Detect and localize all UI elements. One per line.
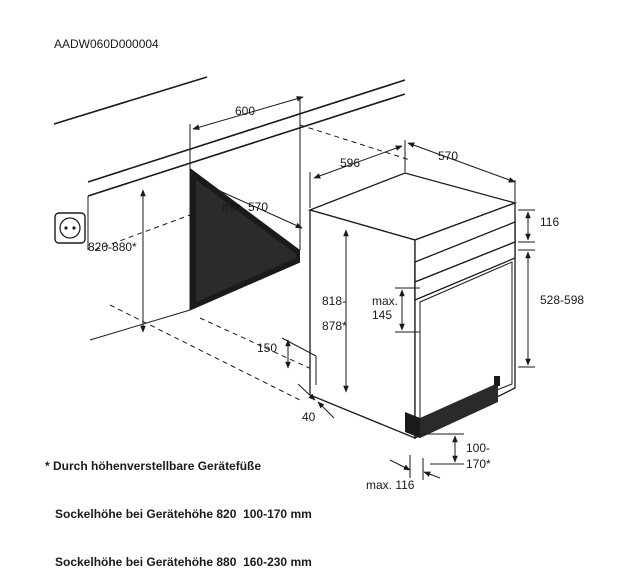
dim-unit-depth: 596 — [340, 156, 360, 170]
dim-foot-range-1: 100- — [466, 441, 490, 455]
dashed-guides — [94, 124, 411, 401]
dim-max-label: max. — [372, 294, 398, 308]
dim-niche-depth: min. 570 — [222, 200, 268, 214]
control-panel — [414, 221, 516, 301]
dim-unit-height-1: 818- — [322, 294, 346, 308]
dim-max-value: 145 — [372, 308, 392, 322]
dim-unit-width: 570 — [438, 149, 458, 163]
dim-bottom-max: max. 116 — [366, 478, 415, 492]
wall-socket-icon — [54, 212, 86, 244]
dim-plinth-setback: 150 — [257, 341, 277, 355]
countertop — [53, 76, 406, 197]
dim-unit-height-2: 878* — [322, 319, 347, 333]
footnote-line-2: Sockelhöhe bei Gerätehöhe 820 100-170 mm — [55, 507, 312, 521]
document-code: AADW060D000004 — [54, 37, 159, 51]
door-panel — [419, 261, 513, 421]
dim-top-panel: 116 — [540, 215, 559, 229]
footnote-line-3: Sockelhöhe bei Gerätehöhe 880 160-230 mm — [55, 555, 312, 569]
dim-front-panel: 528-598 — [540, 293, 584, 307]
dim-foot-range-2: 170* — [466, 457, 491, 471]
footnote-line-1: * Durch höhenverstellbare Gerätefüße — [45, 459, 262, 473]
dim-niche-width: 600 — [235, 104, 255, 118]
dimension-lines — [140, 96, 535, 480]
footnote: * Durch höhenverstellbare Gerätefüße Soc… — [45, 426, 312, 586]
dim-plinth-depth: 40 — [302, 410, 316, 424]
dim-niche-height: 820-880* — [88, 240, 137, 254]
plinth — [405, 376, 500, 438]
installation-diagram: AADW060D000004 — [53, 37, 584, 492]
